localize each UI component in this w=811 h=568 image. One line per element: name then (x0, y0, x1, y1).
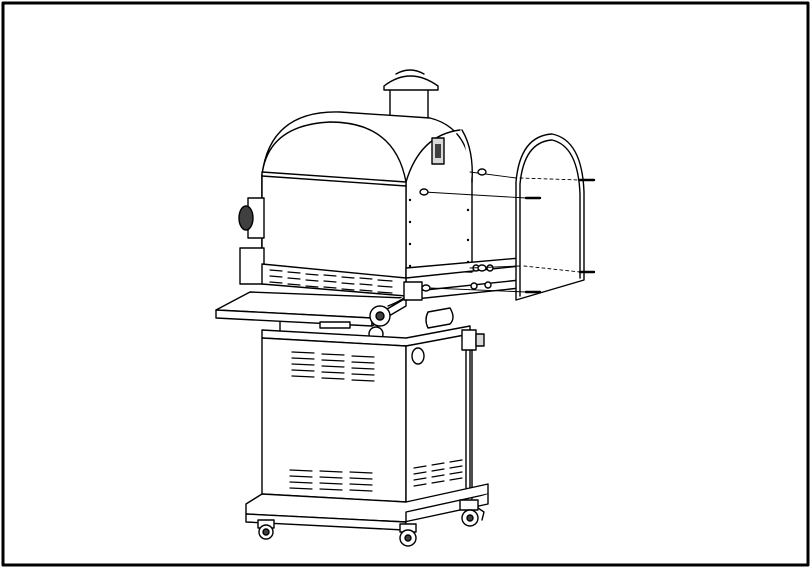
gas-control-knob (368, 281, 423, 342)
tank-bracket (461, 329, 485, 507)
caster-rear-right (459, 499, 485, 527)
cabinet-vents-side (413, 459, 463, 487)
side-panel (515, 133, 585, 301)
caster-front-right (399, 523, 417, 547)
cabinet-vents-upper (291, 351, 375, 382)
cart-cabinet (261, 307, 471, 503)
oven-side-bolts (419, 168, 487, 292)
oven-vent-band (261, 263, 407, 297)
oven-left-handle (238, 197, 265, 285)
panel-screws (524, 178, 596, 294)
oven-body (261, 111, 473, 283)
caster-front-left (257, 519, 275, 540)
cabinet-vents-lower (289, 469, 373, 492)
